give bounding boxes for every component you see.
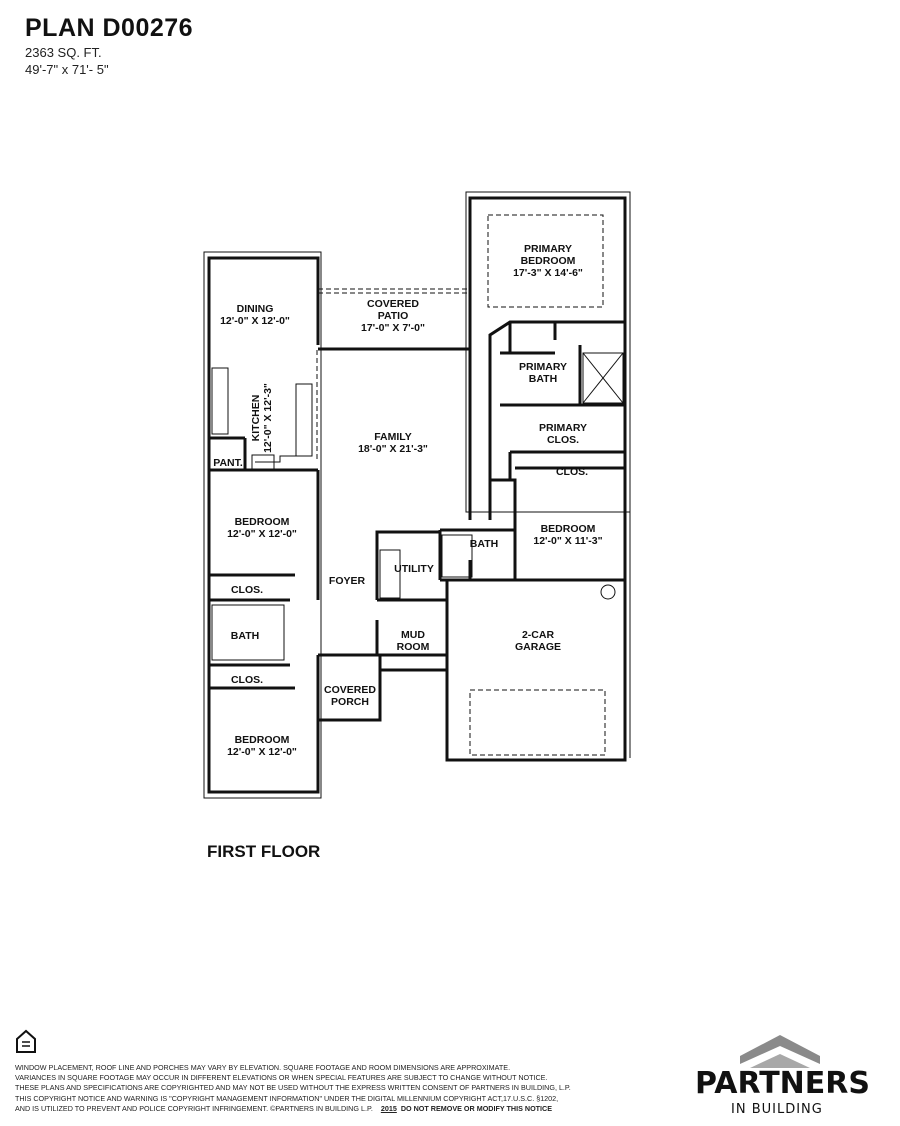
plan-title: PLAN D00276 [25,14,194,42]
kitchen-counters [211,352,624,661]
notice-line: VARIANCES IN SQUARE FOOTAGE MAY OCCUR IN… [15,1073,548,1083]
room-closet-right: CLOS. [555,466,589,478]
room-name: BEDROOM [520,255,576,267]
room-size: 12'-0" X 12'-0" [227,746,297,758]
partners-in-building-logo: PARTNERS IN BUILDING [695,1030,870,1117]
room-name: KITCHEN [250,394,262,442]
room-name: PRIMARY [538,422,588,434]
logo-tagline: IN BUILDING [731,1102,823,1117]
walls [207,196,627,794]
room-name: DINING [236,303,274,315]
equal-housing-icon [16,1029,36,1053]
dashed-lines [316,214,606,756]
roof-logo-icon [740,1035,820,1068]
notice-warning: DO NOT REMOVE OR MODIFY THIS NOTICE [400,1103,553,1113]
room-size: 18'-0" X 21'-3" [358,443,428,455]
room-name: GARAGE [514,641,562,653]
room-name: BEDROOM [234,734,290,746]
room-name: COVERED [367,298,419,310]
room-name: BEDROOM [540,523,596,535]
notice-line: THESE PLANS AND SPECIFICATIONS ARE COPYR… [15,1083,571,1093]
copyright-notice: WINDOW PLACEMENT, ROOF LINE AND PORCHES … [15,1063,571,1114]
room-closet-left-1: CLOS. [230,584,264,596]
room-size: 12'-0" X 12'-0" [220,315,290,327]
notice-line: WINDOW PLACEMENT, ROOF LINE AND PORCHES … [15,1063,511,1072]
plan-dimensions: 49'-7" x 71'- 5" [25,62,109,77]
room-name: MUD [401,629,425,641]
room-name: ROOM [396,641,430,653]
room-name: PORCH [331,696,369,708]
room-name: BATH [528,373,558,385]
notice-year: 2015 [380,1103,397,1113]
room-size: 12'-0" X 12'-0" [227,528,297,540]
room-pantry: PANT. [213,457,243,469]
notice-line: AND IS UTILIZED TO PREVENT AND POLICE CO… [15,1103,373,1113]
logo-name: PARTNERS [695,1066,870,1101]
room-bath-right: BATH [469,538,499,550]
room-size: 17'-3" X 14'-6" [513,267,583,279]
room-name: 2-CAR [521,629,555,641]
outer-wall-lines [203,191,631,799]
room-name: COVERED [324,684,376,696]
room-name: PRIMARY [523,243,573,255]
room-size: 12'-0" X 11'-3" [533,535,603,547]
room-utility: UTILITY [394,563,434,575]
notice-line: THIS COPYRIGHT NOTICE AND WARNING IS "CO… [15,1093,559,1103]
room-name: CLOS. [546,434,580,446]
room-closet-left-2: CLOS. [230,674,264,686]
floor-plan-drawing [203,191,631,799]
room-size: 17'-0" X 7'-0" [361,322,425,334]
room-foyer: FOYER [328,575,366,587]
room-name: PRIMARY [518,361,568,373]
square-footage: 2363 SQ. FT. [25,45,102,60]
room-size: 12'-0" X 12'-3" [262,383,274,453]
room-name: PATIO [377,310,409,322]
room-name: FAMILY [374,431,412,443]
floor-label: FIRST FLOOR [207,842,321,861]
room-bath-left: BATH [230,630,260,642]
room-name: BEDROOM [234,516,290,528]
